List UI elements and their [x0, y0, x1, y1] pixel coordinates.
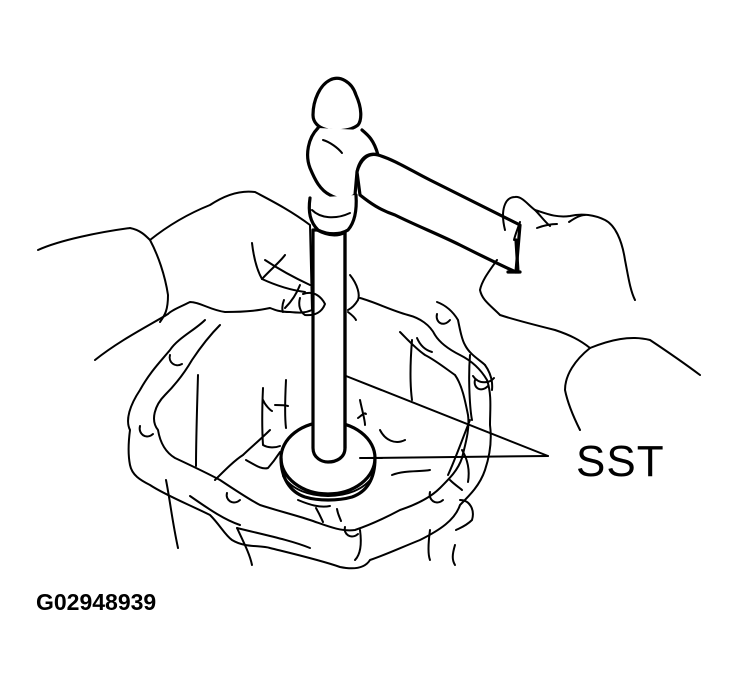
transmission-case [127, 297, 495, 570]
callout-leaders [345, 375, 549, 459]
sst-callout-label: SST [576, 437, 665, 486]
bolt-holes [138, 313, 495, 538]
tool-handle [311, 228, 347, 464]
hammer [306, 76, 522, 274]
left-hand [37, 190, 360, 361]
figure-id: G02948939 [36, 589, 157, 615]
right-hand [479, 195, 701, 431]
